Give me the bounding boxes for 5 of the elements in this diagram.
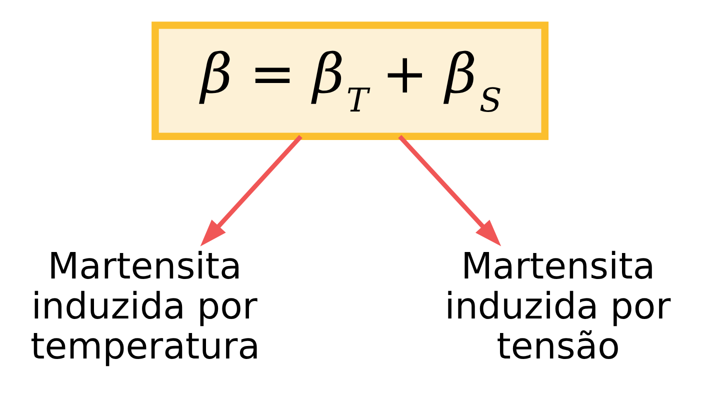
arrow bbox=[200, 134, 302, 246]
node-text: Martensita induzida por tensão bbox=[444, 244, 671, 368]
node-box: β = β$_{T}$ + β$_{S}$ bbox=[152, 22, 549, 140]
arrow bbox=[398, 134, 502, 246]
node-text: Martensita induzida por temperatura bbox=[30, 244, 260, 368]
